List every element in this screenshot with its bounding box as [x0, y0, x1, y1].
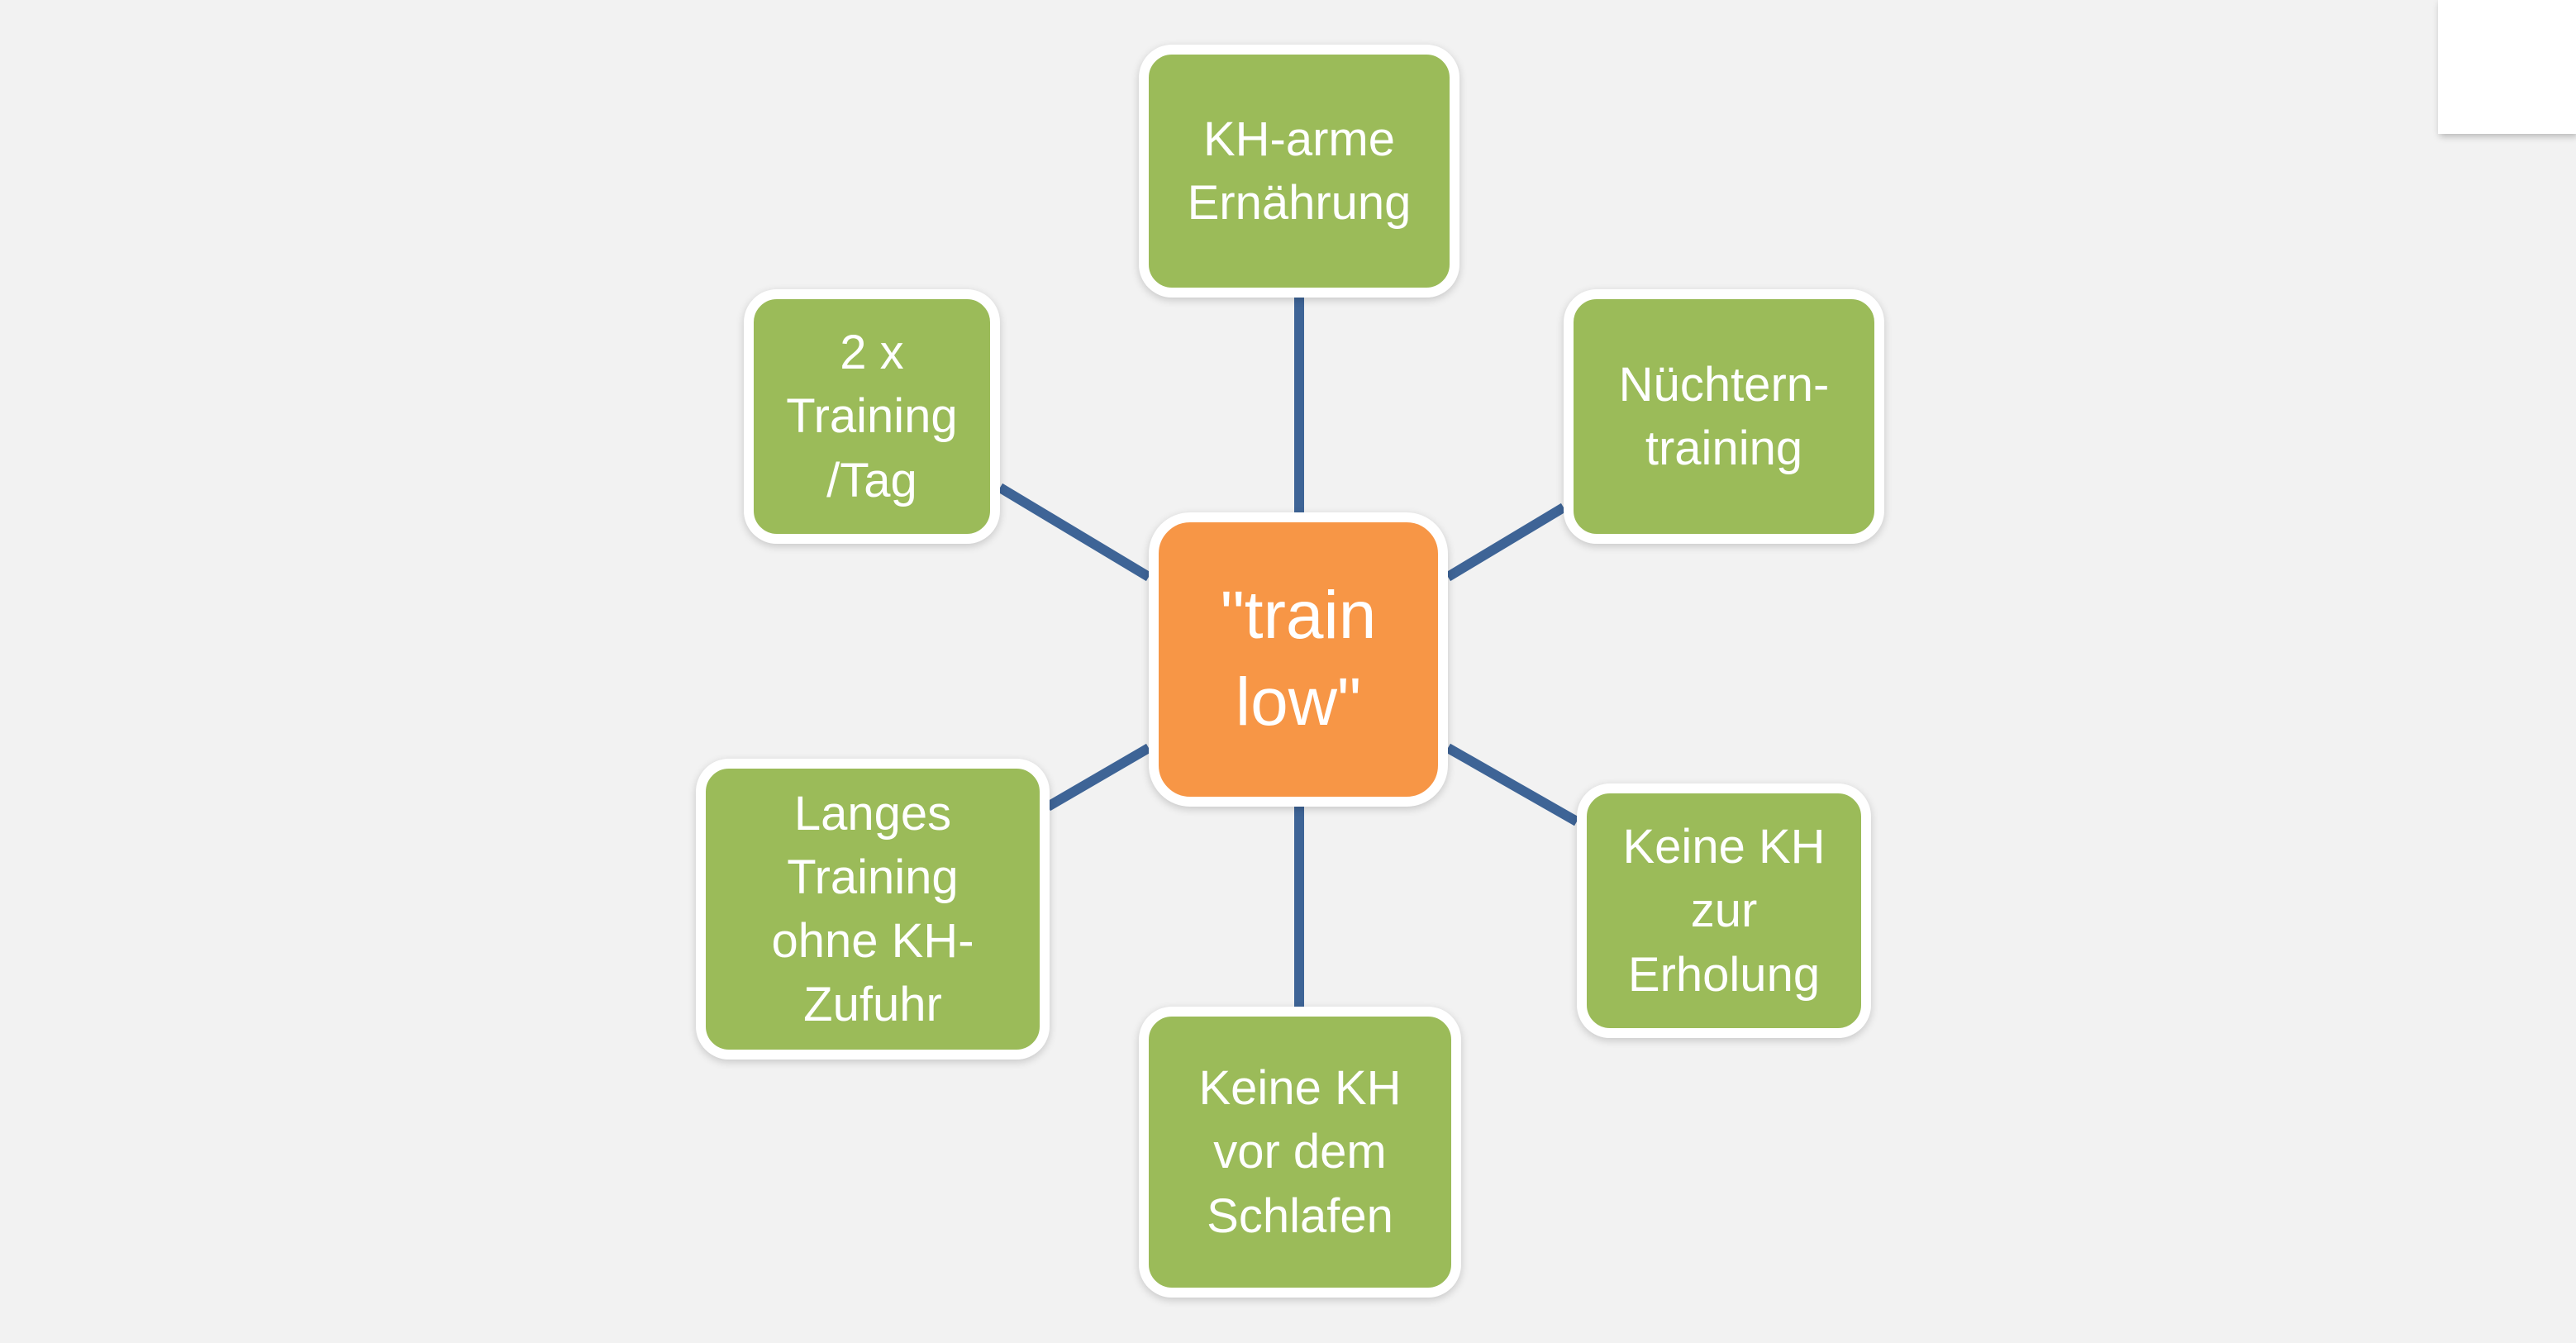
node-keine-kh-zur-erholung: Keine KH zur Erholung: [1577, 783, 1871, 1038]
node-nuechterntraining: Nüchtern- training: [1564, 289, 1884, 544]
blank-panel: [2438, 0, 2576, 134]
connector-to-zwei-x-training-tag: [997, 483, 1152, 582]
node-train-low-center: "train low": [1149, 512, 1448, 807]
connector-to-langes-training-ohne-kh-zufuhr: [1045, 743, 1152, 812]
node-keine-kh-vor-dem-schlafen: Keine KH vor dem Schlafen: [1139, 1007, 1461, 1298]
node-kh-arme-ernaehrung: KH-arme Ernährung: [1139, 45, 1459, 298]
connector-to-nuechterntraining: [1445, 502, 1567, 582]
connector-to-keine-kh-zur-erholung: [1445, 743, 1579, 826]
node-langes-training-ohne-kh-zufuhr: Langes Training ohne KH- Zufuhr: [696, 759, 1050, 1060]
node-zwei-x-training-tag: 2 x Training /Tag: [744, 289, 1000, 544]
